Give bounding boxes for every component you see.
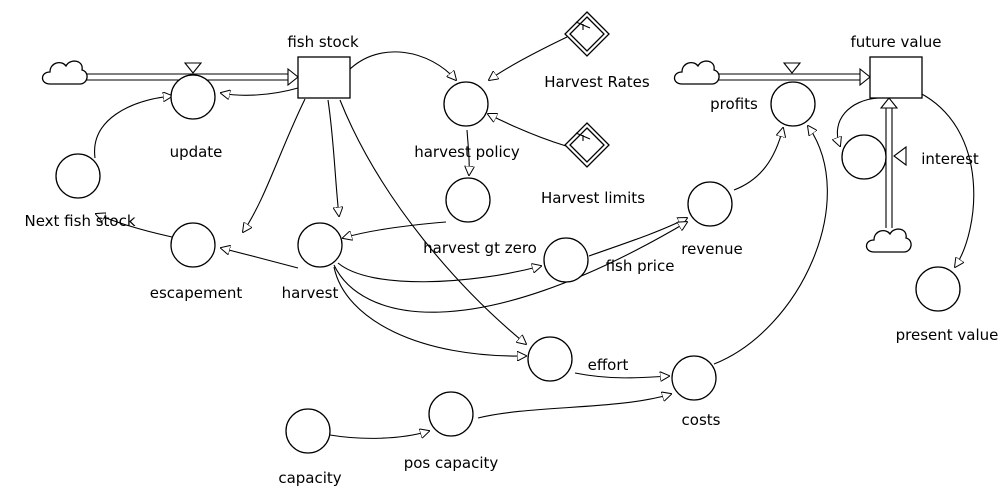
revenue-converter[interactable] (687, 181, 733, 227)
fish-stock-stock[interactable] (297, 56, 351, 99)
interest-inflow-pipe (879, 97, 907, 228)
valve-icon (782, 62, 802, 74)
harvest-label: harvest (282, 284, 339, 302)
effort-label: effort (588, 356, 629, 374)
fish-price-label: fish price (606, 257, 675, 275)
source-cloud-icon (865, 228, 912, 253)
costs-label: costs (682, 411, 721, 429)
revenue-label: revenue (681, 240, 742, 258)
profits-inflow-pipe (712, 62, 871, 87)
connectors (95, 36, 975, 439)
pos-capacity-label: pos capacity (404, 454, 499, 472)
harvest-limits-label: Harvest limits (541, 189, 645, 207)
harvest-limits-table-icon[interactable] (564, 122, 610, 168)
pos-capacity-converter[interactable] (428, 391, 474, 437)
harvest-gt-zero-converter[interactable] (445, 177, 491, 223)
interest-flow[interactable] (841, 134, 887, 180)
update-label: update (170, 143, 223, 161)
harvest-converter[interactable] (297, 222, 343, 268)
source-cloud-icon (41, 60, 88, 85)
fish-stock-label: fish stock (287, 33, 359, 51)
flow-arrowhead-icon (879, 97, 899, 109)
harvest-policy-label: harvest policy (414, 143, 520, 161)
future-value-label: future value (851, 33, 942, 51)
present-value-label: present value (896, 326, 999, 344)
profits-flow[interactable] (770, 81, 816, 127)
interest-label: interest (921, 150, 979, 168)
escapement-converter[interactable] (170, 222, 216, 268)
harvest-policy-converter[interactable] (443, 81, 489, 127)
harvest-rates-table-icon[interactable] (564, 11, 610, 57)
effort-converter[interactable] (527, 336, 573, 382)
update-flow[interactable] (170, 74, 216, 120)
fish-price-converter[interactable] (543, 237, 589, 283)
flow-arrowhead-icon (287, 67, 299, 87)
costs-converter[interactable] (671, 355, 717, 401)
flow-arrowhead-icon (859, 67, 871, 87)
next-fish-stock-label: Next fish stock (24, 212, 135, 230)
present-value-converter[interactable] (915, 266, 961, 312)
future-value-stock[interactable] (869, 56, 923, 99)
escapement-label: escapement (150, 284, 243, 302)
capacity-label: capacity (278, 469, 341, 487)
harvest-gt-zero-label: harvest gt zero (423, 239, 537, 257)
source-cloud-icon (673, 60, 720, 85)
next-fish-stock-converter[interactable] (55, 153, 101, 199)
capacity-converter[interactable] (285, 408, 331, 454)
harvest-rates-label: Harvest Rates (544, 73, 650, 91)
profits-label: profits (710, 95, 758, 113)
valve-icon (893, 145, 907, 167)
valve-icon (183, 62, 203, 74)
